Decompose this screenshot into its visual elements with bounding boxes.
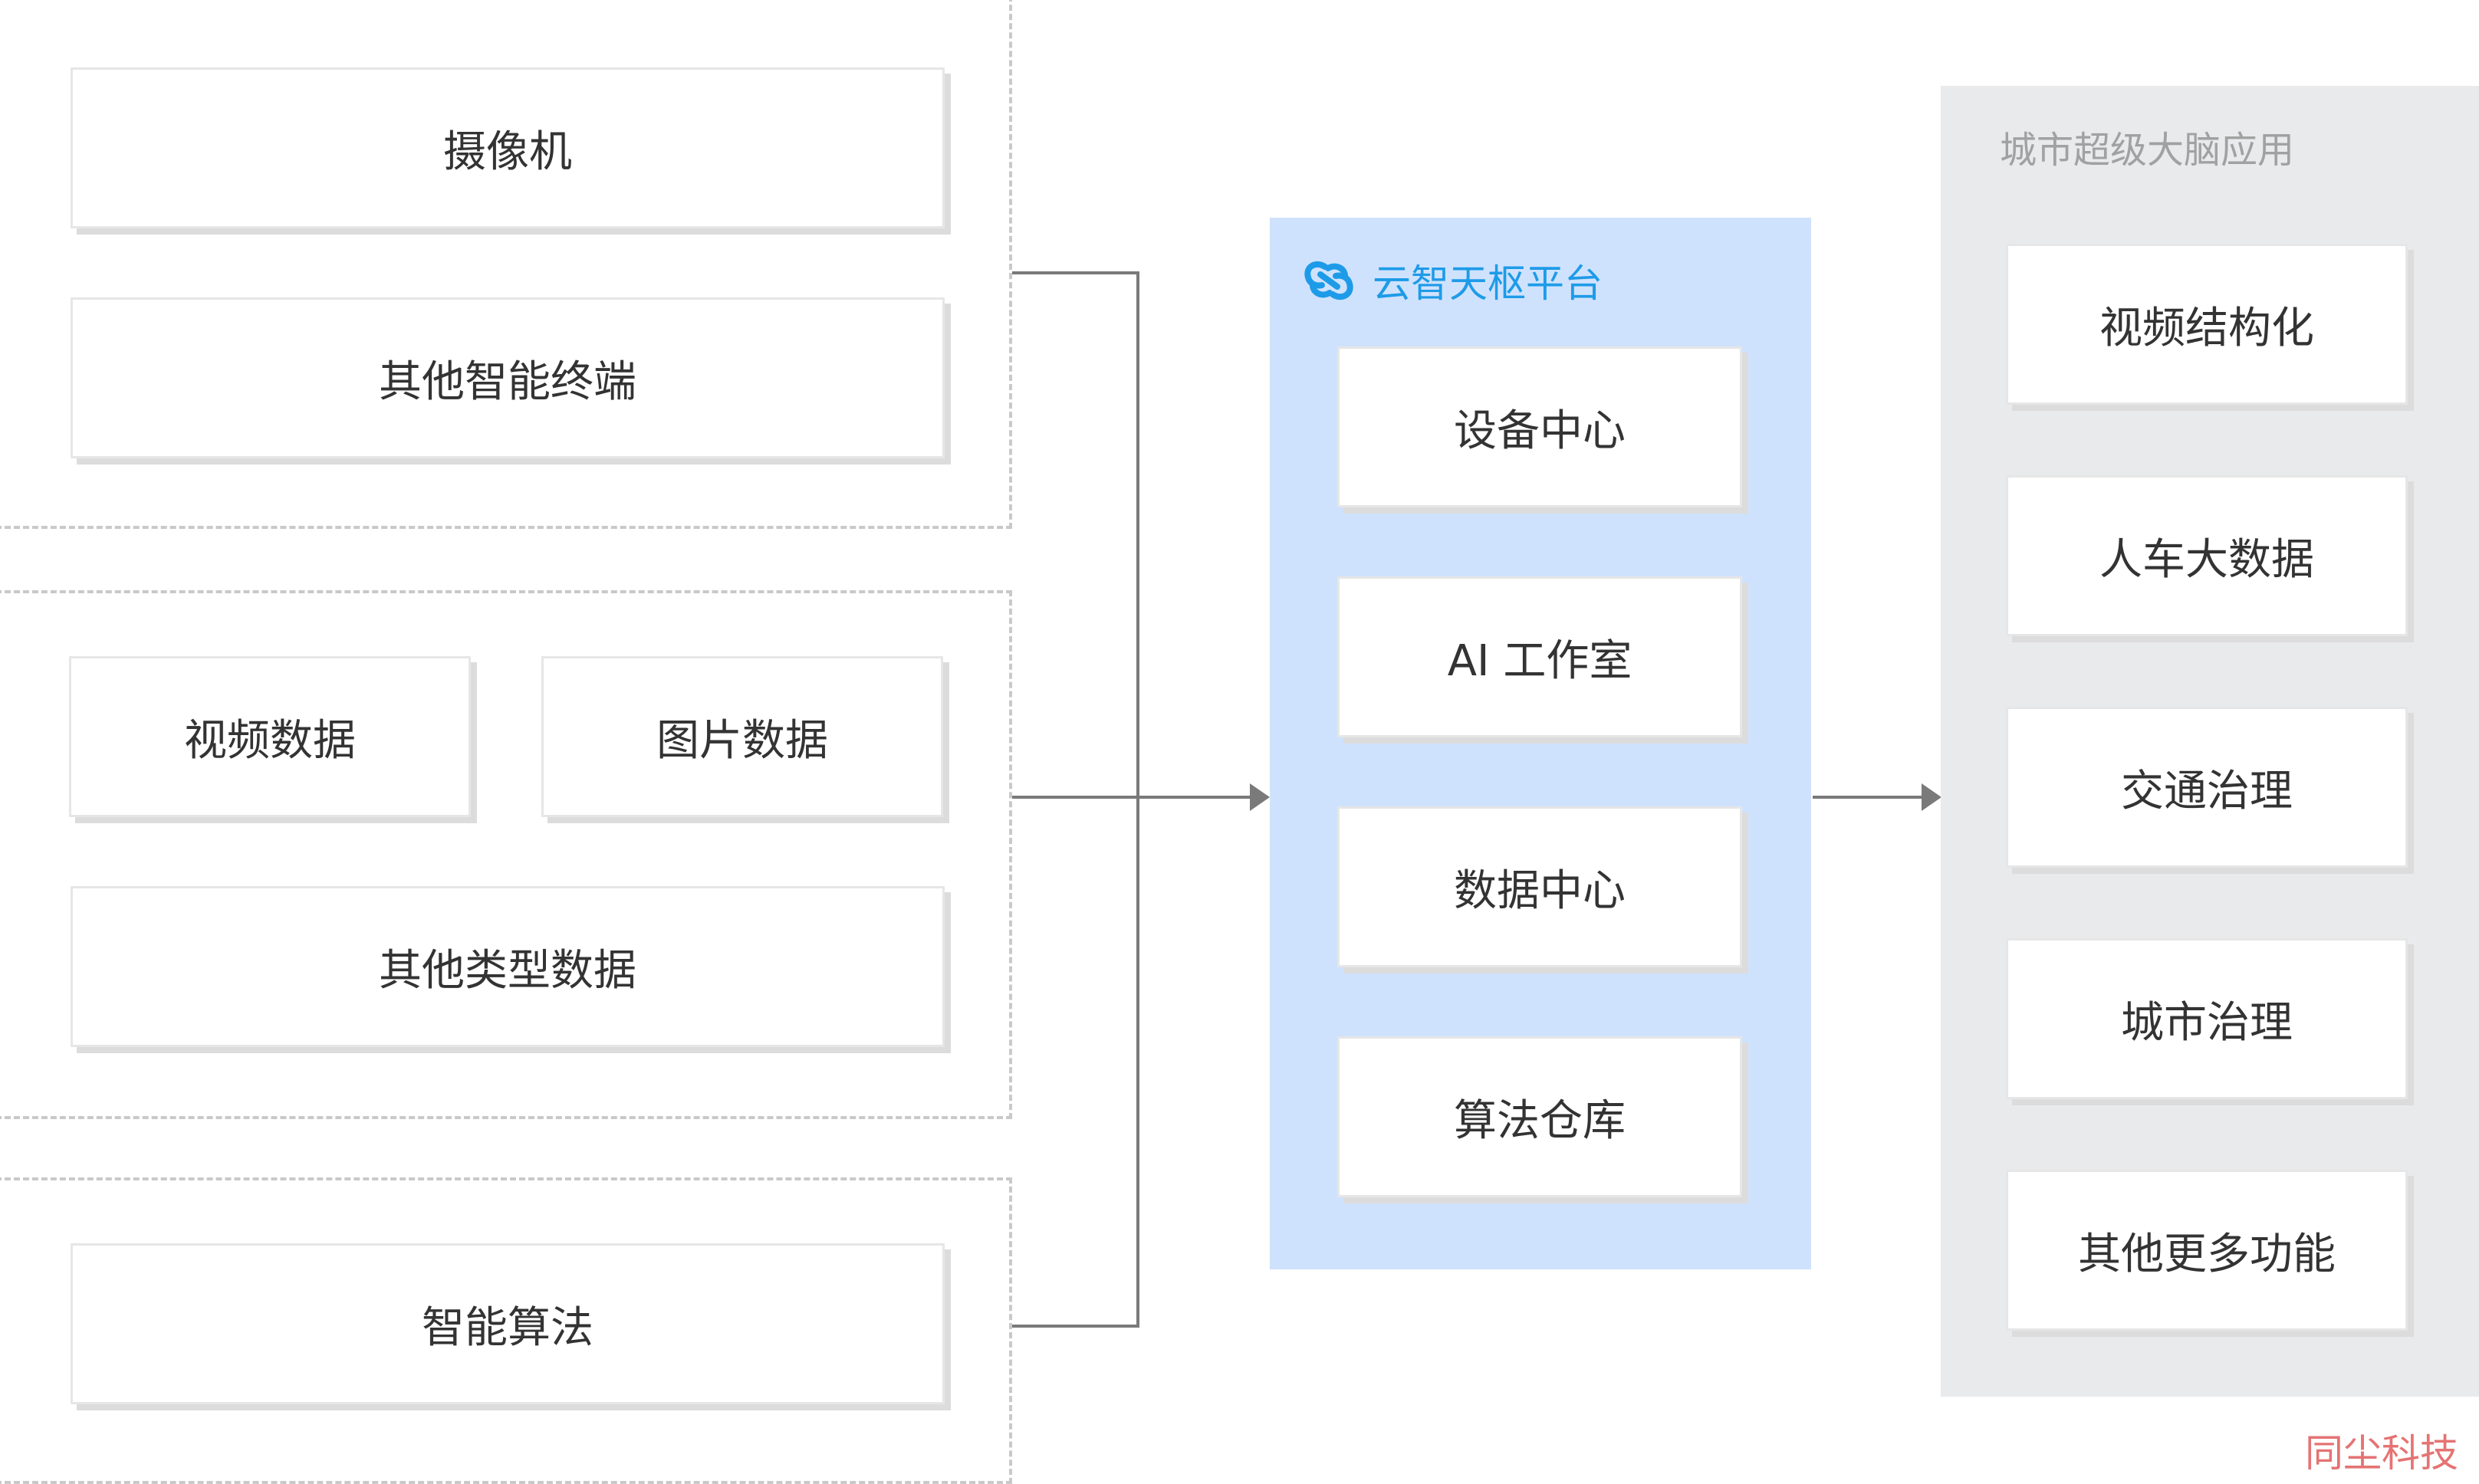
platform-title-label: 云智天枢平台 (1373, 261, 1603, 306)
app-card-people-vehicle-data: 人车大数据 (2006, 475, 2408, 636)
source-card-smart-algorithm: 智能算法 (71, 1243, 945, 1404)
watermark: 同尘科技 (2305, 1431, 2458, 1476)
source-card-other-data: 其他类型数据 (71, 886, 945, 1047)
platform-module-algorithm-repo: 算法仓库 (1337, 1036, 1742, 1197)
connector-algorithms (1012, 797, 1139, 1328)
source-card-video-data: 视频数据 (69, 656, 471, 817)
source-card-camera: 摄像机 (71, 67, 945, 228)
source-card-image-data: 图片数据 (541, 656, 943, 817)
platform-module-data-center: 数据中心 (1337, 806, 1742, 967)
source-group-data (0, 590, 1012, 1119)
platform-title: 云智天枢平台 (1302, 253, 1603, 308)
app-card-traffic-governance: 交通治理 (2006, 707, 2408, 868)
source-group-devices (0, 0, 1012, 529)
link-icon (1304, 261, 1353, 300)
app-card-city-governance: 城市治理 (2006, 938, 2408, 1099)
app-card-video-structuring: 视频结构化 (2006, 244, 2408, 405)
arrowhead-to-platform (1250, 783, 1270, 811)
source-card-smart-terminal: 其他智能终端 (71, 297, 945, 458)
platform-module-device-center: 设备中心 (1337, 346, 1742, 507)
platform-module-ai-studio: AI 工作室 (1337, 576, 1742, 737)
arrowhead-to-apps (1922, 783, 1941, 811)
connector-devices (1012, 271, 1139, 797)
app-card-more-features: 其他更多功能 (2006, 1170, 2408, 1331)
applications-title: 城市超级大脑应用 (2000, 129, 2295, 172)
